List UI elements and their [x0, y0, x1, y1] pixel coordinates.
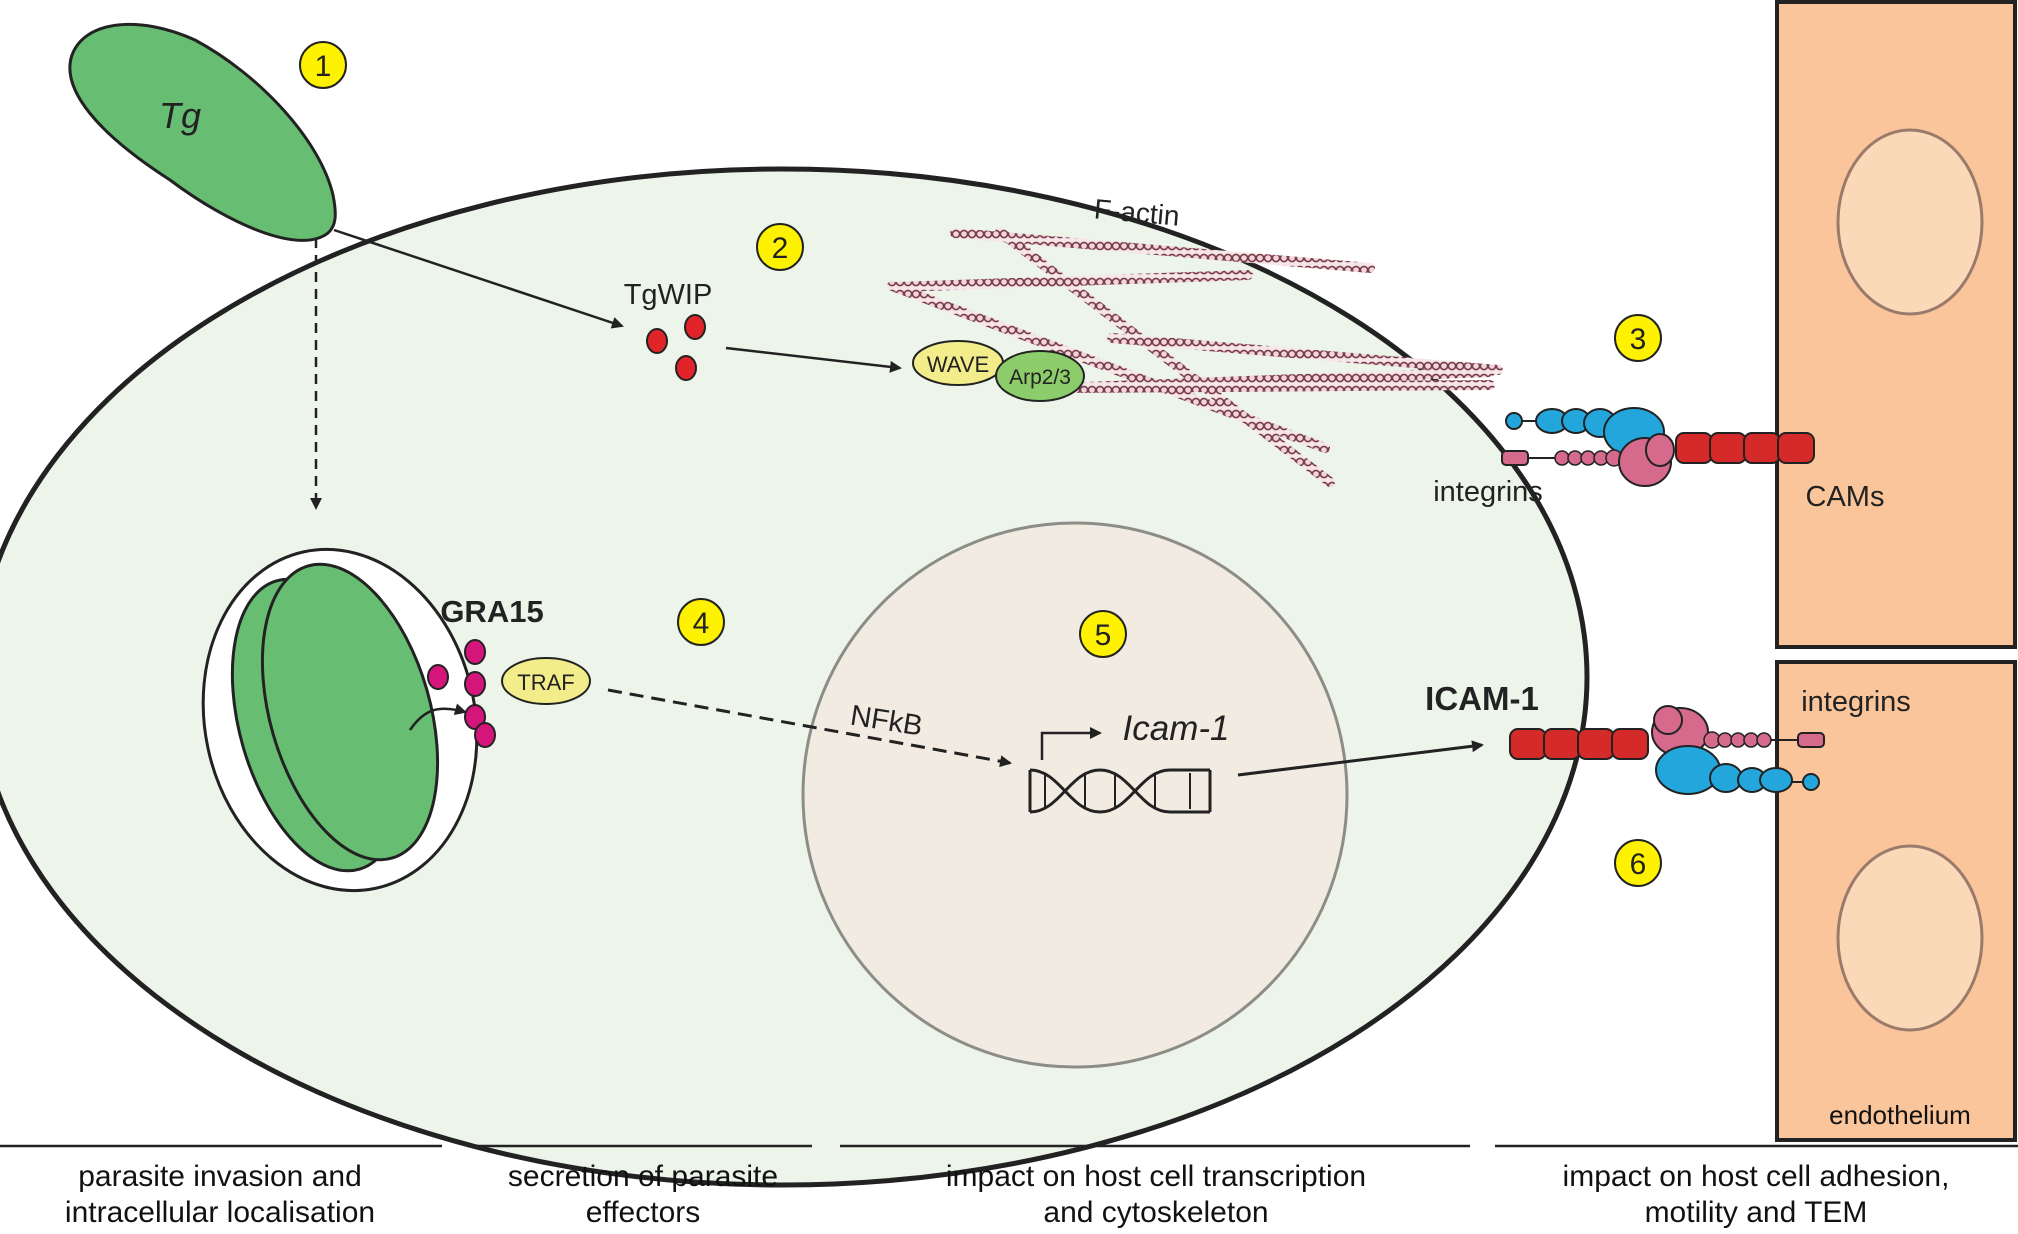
- svg-text:4: 4: [693, 607, 710, 640]
- arp23-label: Arp2/3: [1009, 366, 1071, 389]
- icam1-protein-label: ICAM-1: [1425, 680, 1539, 717]
- svg-text:3: 3: [1630, 323, 1647, 356]
- tgwip-effector-dots: [646, 314, 706, 381]
- integrins-label-top: integrins: [1433, 476, 1543, 508]
- gra15-effector-dots: [427, 639, 496, 748]
- step-badge-3: 3: [1614, 314, 1662, 362]
- cams-top: [1675, 432, 1815, 464]
- arp23-complex: [995, 350, 1085, 402]
- integrin-complex-top: [1501, 407, 1675, 487]
- traf-label: TRAF: [517, 670, 574, 695]
- traf-to-nucleus-dashed-arrow: [607, 688, 1012, 768]
- f-actin-filaments: [887, 227, 1503, 487]
- endothelial-cell-top: [1775, 0, 2017, 649]
- tg-label: Tg: [159, 95, 201, 136]
- parasite-tg: [68, 22, 337, 242]
- transcription-start-arrow: [1040, 727, 1102, 760]
- secretion-arrow: [333, 228, 624, 329]
- endothelium-label: endothelium: [1829, 1100, 1971, 1130]
- svg-text:2: 2: [772, 232, 789, 265]
- endothelial-nucleus-bottom: [1836, 844, 1984, 1032]
- svg-text:6: 6: [1630, 848, 1647, 881]
- traf-protein: [501, 657, 591, 705]
- caption-adhesion: impact on host cell adhesion, motility a…: [1562, 1160, 1950, 1229]
- endothelial-cell-bottom: endothelium: [1775, 660, 2017, 1142]
- step-badge-4: 4: [677, 598, 725, 646]
- gene-to-icam1-arrow: [1237, 740, 1484, 777]
- caption-invasion: parasite invasion and intracellular loca…: [64, 1160, 376, 1229]
- caption-secretion: secretion of parasite effectors: [507, 1160, 779, 1229]
- svg-text:5: 5: [1095, 619, 1112, 652]
- icam1-protein: [1509, 728, 1649, 760]
- svg-text:1: 1: [315, 50, 332, 83]
- cams-label: CAMs: [1806, 481, 1885, 513]
- tgwip-to-wave-arrow: [725, 346, 902, 373]
- step-badge-6: 6: [1614, 839, 1662, 887]
- step-badge-1: 1: [299, 41, 347, 89]
- f-actin-label: F-actin: [1093, 193, 1181, 231]
- step-badge-2: 2: [756, 223, 804, 271]
- icam1-gene-label: Icam-1: [1123, 709, 1230, 748]
- dna-double-helix: [1028, 768, 1212, 814]
- host-nucleus: [801, 521, 1349, 1069]
- integrin-complex-bottom: [1651, 705, 1825, 795]
- wave-label: WAVE: [927, 352, 989, 377]
- endothelial-nucleus-top: [1836, 128, 1984, 316]
- caption-transcription: impact on host cell transcription and cy…: [945, 1160, 1367, 1229]
- gra15-label: GRA15: [440, 594, 543, 629]
- gra15-export-arrow: [408, 703, 467, 731]
- tgwip-label: TgWIP: [624, 279, 713, 311]
- intracellular-parasite-front: [260, 562, 440, 862]
- step-badge-5: 5: [1079, 610, 1127, 658]
- integrins-label-bottom: integrins: [1801, 686, 1911, 718]
